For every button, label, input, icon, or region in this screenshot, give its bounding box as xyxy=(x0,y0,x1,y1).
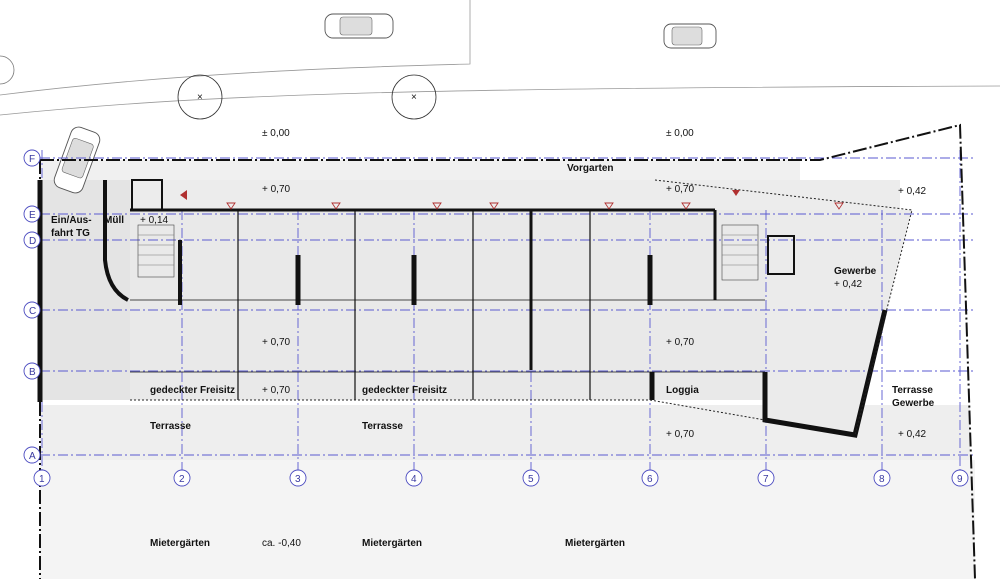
room-label: Mietergärten xyxy=(362,538,422,549)
level-label: + 0,70 xyxy=(262,385,291,396)
tree-marker-icon: × xyxy=(197,92,203,103)
axis-label-row: F xyxy=(29,154,35,165)
walls xyxy=(37,180,888,438)
property-boundary xyxy=(40,123,976,579)
level-label: + 0,42 xyxy=(898,186,927,197)
tree-icon xyxy=(391,74,437,120)
tree-marker-icon: × xyxy=(411,92,417,103)
room-label: gedeckter Freisitz xyxy=(362,385,447,396)
level-label: + 0,42 xyxy=(834,279,863,290)
level-label: + 0,42 xyxy=(898,429,927,440)
level-label: ca. -0,40 xyxy=(262,538,301,549)
axis-label-row: C xyxy=(29,306,36,317)
room-label: gedeckter Freisitz xyxy=(150,385,235,396)
car-icon xyxy=(324,13,394,39)
room-label: Müll xyxy=(104,215,124,226)
room-label: Terrasse xyxy=(362,421,403,432)
axis-label-col: 3 xyxy=(295,474,301,485)
level-label: + 0,14 xyxy=(140,215,169,226)
stair-treads xyxy=(138,234,758,266)
room-label: Terrasse xyxy=(150,421,191,432)
axis-label-row: D xyxy=(29,236,36,247)
axis-label-row: E xyxy=(29,210,36,221)
marker-triangles xyxy=(226,202,844,210)
room-label: fahrt TG xyxy=(51,228,90,239)
axis-label-row: B xyxy=(29,367,36,378)
building-floor xyxy=(130,210,765,400)
street-curb xyxy=(0,0,471,96)
tree-icon xyxy=(0,55,15,85)
axis-label-col: 8 xyxy=(879,474,885,485)
room-label: Ein/Aus- xyxy=(51,215,92,226)
tree-icon xyxy=(177,74,223,120)
street-level-label: ± 0,00 xyxy=(262,128,290,139)
entrance-arrow-icon xyxy=(732,190,740,196)
stairs xyxy=(131,179,795,281)
entrance-arrow-icon xyxy=(180,190,187,200)
axis-bubbles xyxy=(23,149,969,487)
roof-outline xyxy=(130,179,913,436)
axis-label-col: 9 xyxy=(957,474,963,485)
axis-label-col: 6 xyxy=(647,474,653,485)
gewerbe-floor xyxy=(765,210,912,435)
street-level-label: ± 0,00 xyxy=(666,128,694,139)
room-label: Gewerbe xyxy=(892,398,935,409)
level-label: + 0,70 xyxy=(262,184,291,195)
level-label: + 0,70 xyxy=(666,184,695,195)
grid-axes xyxy=(40,150,975,470)
axis-label-col: 4 xyxy=(411,474,417,485)
room-label: Gewerbe xyxy=(834,266,877,277)
room-label: Loggia xyxy=(666,385,699,396)
room-label: Vorgarten xyxy=(567,163,614,174)
room-label: Terrasse xyxy=(892,385,933,396)
axis-label-row: A xyxy=(29,451,36,462)
car-icon xyxy=(663,23,717,49)
street-edge xyxy=(0,85,1000,116)
room-label: Mietergärten xyxy=(150,538,210,549)
north-corridor xyxy=(130,180,900,210)
level-label: + 0,70 xyxy=(666,429,695,440)
room-label: Mietergärten xyxy=(565,538,625,549)
axis-label-col: 2 xyxy=(179,474,185,485)
axis-label-col: 5 xyxy=(528,474,534,485)
front-garden-strip xyxy=(40,160,800,180)
level-label: + 0,70 xyxy=(666,337,695,348)
axis-label-col: 1 xyxy=(39,474,45,485)
level-label: + 0,70 xyxy=(262,337,291,348)
axis-label-col: 7 xyxy=(763,474,769,485)
garden-area xyxy=(40,460,975,579)
